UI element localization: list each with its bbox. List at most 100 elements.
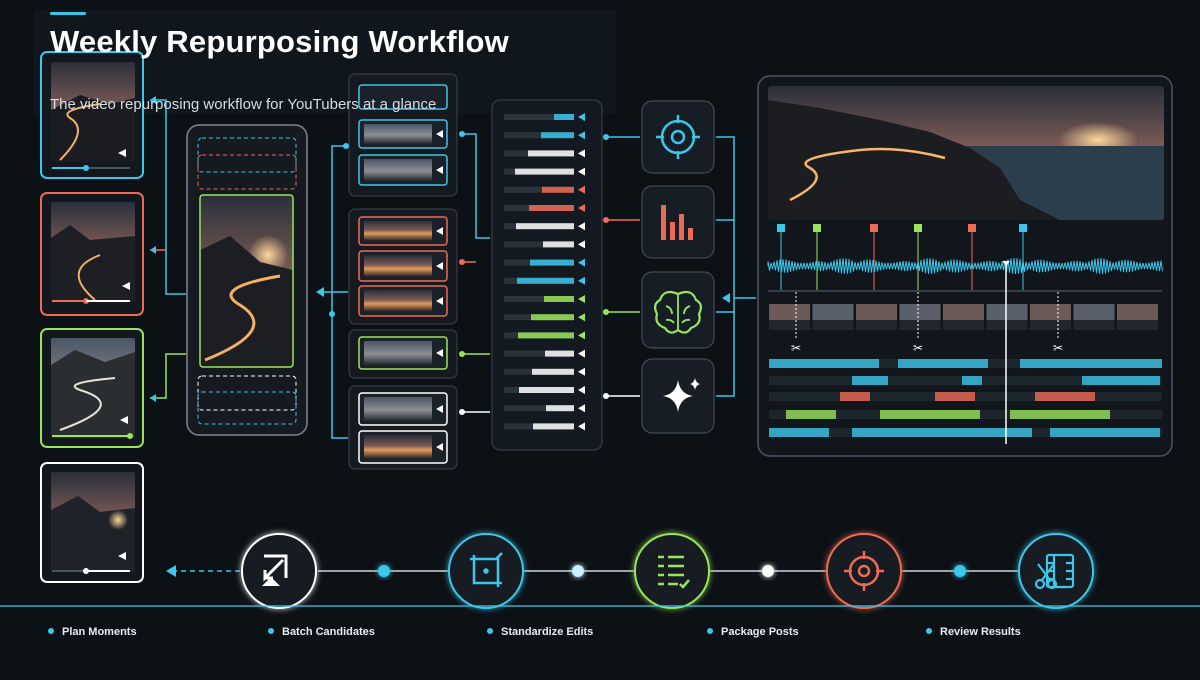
editor-clip <box>769 359 879 368</box>
clip-group-coral[interactable] <box>348 208 458 325</box>
timeline-marker <box>870 224 878 232</box>
step-package-posts[interactable] <box>826 533 902 609</box>
clip-group-white[interactable] <box>348 385 458 470</box>
track-clip <box>543 241 574 248</box>
film-scissors-icon <box>1034 553 1075 590</box>
step-standardize-edits[interactable] <box>634 533 710 609</box>
track-arrow <box>578 276 585 285</box>
preview-frame <box>768 86 1164 220</box>
track-arrow <box>578 240 585 249</box>
editor-clip <box>880 410 980 419</box>
step-label-text: Review Results <box>940 626 1021 638</box>
clip-group-lime[interactable] <box>348 329 458 379</box>
portrait-thumbnail-2[interactable] <box>40 192 144 316</box>
scissors-icon: ✂ <box>913 341 923 355</box>
track-clip <box>530 259 574 266</box>
editor-clip <box>786 410 836 419</box>
track-clip <box>541 132 574 139</box>
editor-clip <box>852 376 888 385</box>
editor-clip <box>840 392 870 401</box>
portrait-connectors <box>150 96 186 402</box>
video-editor-window[interactable]: ✂✂✂ <box>757 75 1173 457</box>
track-editor-panel[interactable] <box>491 99 603 451</box>
track-clip <box>532 368 574 375</box>
target-icon <box>844 551 884 591</box>
track-arrow <box>578 204 585 212</box>
track-arrow <box>578 367 585 376</box>
step-plan-moments[interactable] <box>241 533 317 609</box>
track-clip <box>545 350 574 357</box>
track-arrow <box>578 258 585 267</box>
portrait-thumbnail-4[interactable] <box>40 462 144 583</box>
track-clip <box>533 423 574 430</box>
timeline-marker <box>914 224 922 232</box>
crop-frame-icon <box>470 552 503 587</box>
track-arrow <box>578 113 585 121</box>
editor-clip <box>1050 428 1160 437</box>
sparkle-icon[interactable] <box>641 358 715 434</box>
step-review-results[interactable] <box>1018 533 1094 609</box>
filmstrip-shade <box>986 320 1028 330</box>
page-subtitle: The video repurposing workflow for YouTu… <box>50 96 437 113</box>
track-arrow <box>578 167 585 176</box>
track-row <box>504 241 574 248</box>
filmstrip-shade <box>1030 320 1071 330</box>
portrait-thumbnail-3[interactable] <box>40 328 144 448</box>
track-clip <box>519 387 574 393</box>
step-batch-candidates[interactable] <box>448 533 524 609</box>
step-labels: Plan Moments Batch Candidates Standardiz… <box>0 626 1200 640</box>
bullet-dot <box>268 628 274 634</box>
timeline-marker <box>1019 224 1027 232</box>
filmstrip-shade <box>1073 320 1115 330</box>
page-title: Weekly Repurposing Workflow <box>50 24 509 59</box>
track-row <box>504 186 574 193</box>
track-arrow <box>578 386 585 394</box>
step-label-text: Package Posts <box>721 626 799 638</box>
track-clip <box>542 186 574 193</box>
track-clip <box>544 296 574 302</box>
track-arrow <box>578 149 585 158</box>
filmstrip-shade <box>899 320 941 330</box>
bullet-dot <box>487 628 493 634</box>
tool-column <box>641 100 715 434</box>
track-arrow <box>578 404 585 413</box>
step-label-text: Standardize Edits <box>501 626 594 638</box>
bar-chart-icon[interactable] <box>641 185 715 259</box>
target-icon[interactable] <box>641 100 715 174</box>
tool-connectors <box>603 134 756 399</box>
editor-clip <box>1082 376 1160 385</box>
filmstrip-shade <box>1117 320 1158 330</box>
vertical-crop-panel[interactable] <box>186 124 308 436</box>
track-row <box>504 350 574 357</box>
bullet-dot <box>48 628 54 634</box>
clip-group-cyan[interactable] <box>348 73 458 197</box>
portrait-thumbnail-1[interactable] <box>40 51 144 179</box>
step-label-text: Batch Candidates <box>282 626 375 638</box>
bullet-dot <box>707 628 713 634</box>
filmstrip-shade <box>812 320 854 330</box>
timeline-marker <box>968 224 976 232</box>
editor-clip <box>852 428 1032 437</box>
track-clip <box>529 205 574 211</box>
track-clip <box>546 405 574 412</box>
track-arrow <box>578 295 585 303</box>
filmstrip-shade <box>856 320 897 330</box>
group-connectors <box>329 131 490 439</box>
track-clip <box>517 277 574 284</box>
track-row <box>504 405 574 412</box>
step-label-5: Review Results <box>926 626 1021 638</box>
track-arrow <box>578 422 585 431</box>
track-clip <box>515 168 574 175</box>
brain-icon[interactable] <box>641 271 715 349</box>
track-arrow <box>578 131 585 140</box>
editor-clip <box>962 376 982 385</box>
editor-clip <box>769 428 829 437</box>
track-clip <box>518 332 574 339</box>
editor-clip <box>1035 392 1095 401</box>
checklist-icon <box>658 555 690 589</box>
editor-clip <box>898 359 988 368</box>
track-row <box>504 132 574 139</box>
track-arrow <box>578 185 585 194</box>
